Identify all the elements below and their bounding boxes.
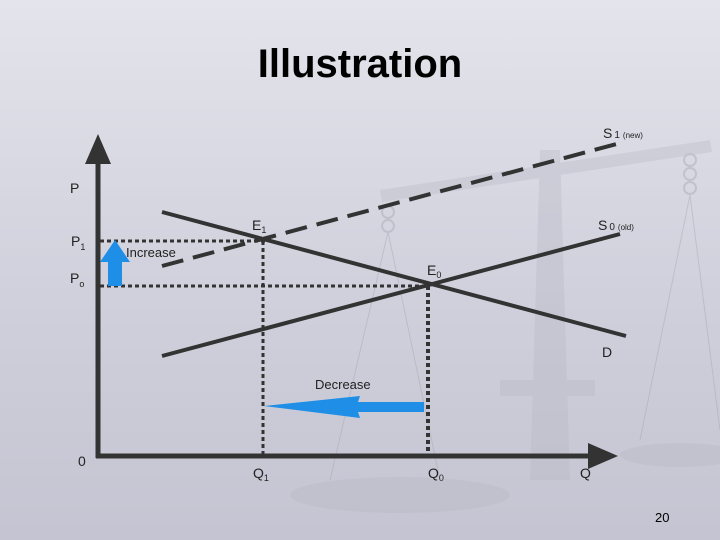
supply-curve-new: [161, 140, 625, 268]
supply-curve-old: [161, 232, 621, 358]
price-new-label: P1: [71, 233, 85, 252]
y-axis-arrowhead: [85, 134, 111, 164]
eq-old-label: E0: [427, 262, 441, 280]
origin-label: 0: [78, 453, 86, 469]
balance-scale-watermark: [290, 140, 720, 513]
axis-x-label: Q: [580, 465, 591, 481]
increase-label: Increase: [126, 245, 176, 260]
eq-new-label: E1: [252, 217, 266, 235]
decrease-label: Decrease: [315, 377, 371, 392]
qty-new-label: Q1: [253, 465, 269, 483]
demand-curve: [161, 210, 627, 338]
decrease-arrow: [264, 396, 424, 418]
increase-arrow: [100, 240, 130, 286]
demand-label: D: [602, 344, 612, 360]
x-axis-arrowhead: [588, 443, 618, 469]
page-number: 20: [655, 510, 670, 525]
qty-old-label: Q0: [428, 465, 444, 483]
slide-title: Illustration: [257, 42, 463, 86]
axis-y-label: P: [70, 180, 79, 196]
price-old-label: Po: [70, 270, 84, 289]
